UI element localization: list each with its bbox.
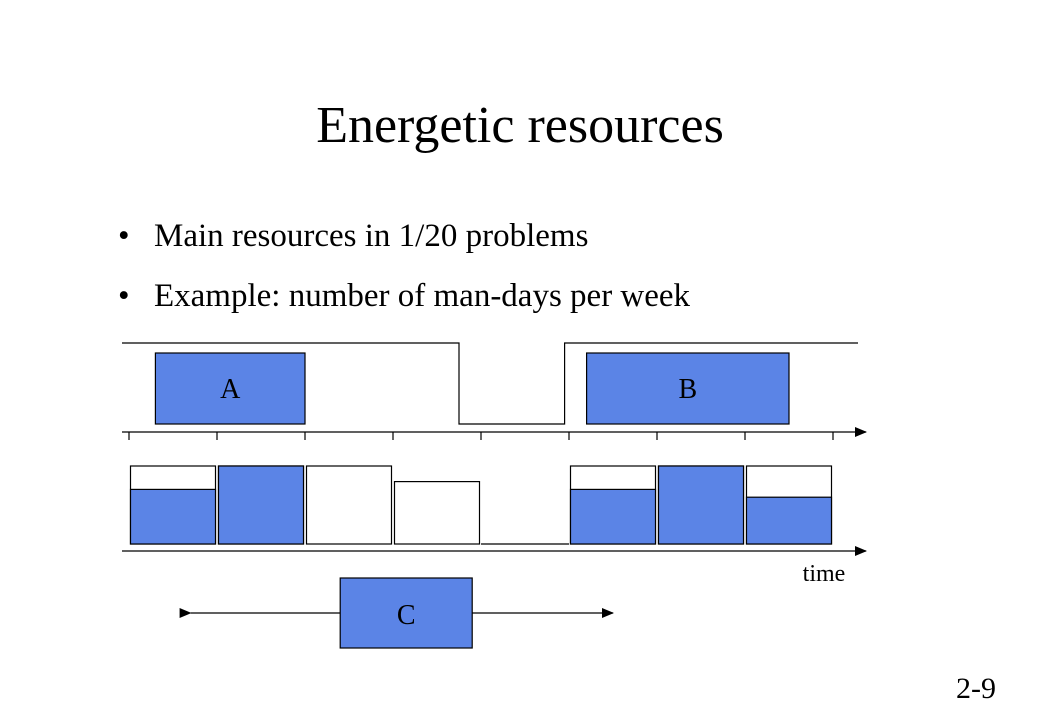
capacity-profile-line <box>122 342 858 425</box>
activity-label: B <box>678 374 697 405</box>
activity-label: C <box>397 600 416 631</box>
activity-a: A <box>154 352 306 425</box>
slide-title: Energetic resources <box>316 97 724 154</box>
week-bar <box>569 465 657 545</box>
bullet-item-1: • Main resources in 1/20 problems <box>118 218 690 254</box>
week-bar <box>305 465 393 545</box>
time-axis-label: time <box>803 561 846 587</box>
bullet-text-1: Main resources in 1/20 problems <box>154 218 589 254</box>
activity-label: A <box>220 374 241 405</box>
week-bar <box>129 465 217 545</box>
page-number: 2-9 <box>956 672 996 705</box>
activity-box <box>154 352 306 425</box>
week-capacity <box>305 465 393 545</box>
week-usage <box>657 465 745 545</box>
activity-c: C <box>339 577 473 649</box>
week-usage <box>745 496 833 545</box>
week-bar <box>745 465 833 545</box>
week-bar <box>393 481 481 545</box>
bullet-glyph: • <box>118 278 130 314</box>
bullet-text-2: Example: number of man-days per week <box>154 278 691 314</box>
bullet-list: • Main resources in 1/20 problems • Exampl… <box>118 218 690 338</box>
week-capacity <box>393 481 481 545</box>
week-bar <box>657 465 745 545</box>
week-usage <box>217 465 305 545</box>
bullet-glyph: • <box>118 218 130 254</box>
bullet-item-2: • Example: number of man-days per week <box>118 278 690 314</box>
week-bar <box>217 465 305 545</box>
week-usage <box>129 488 217 545</box>
week-usage <box>569 488 657 545</box>
activity-box <box>339 577 473 649</box>
activity-b: B <box>585 352 790 425</box>
activity-box <box>585 352 790 425</box>
